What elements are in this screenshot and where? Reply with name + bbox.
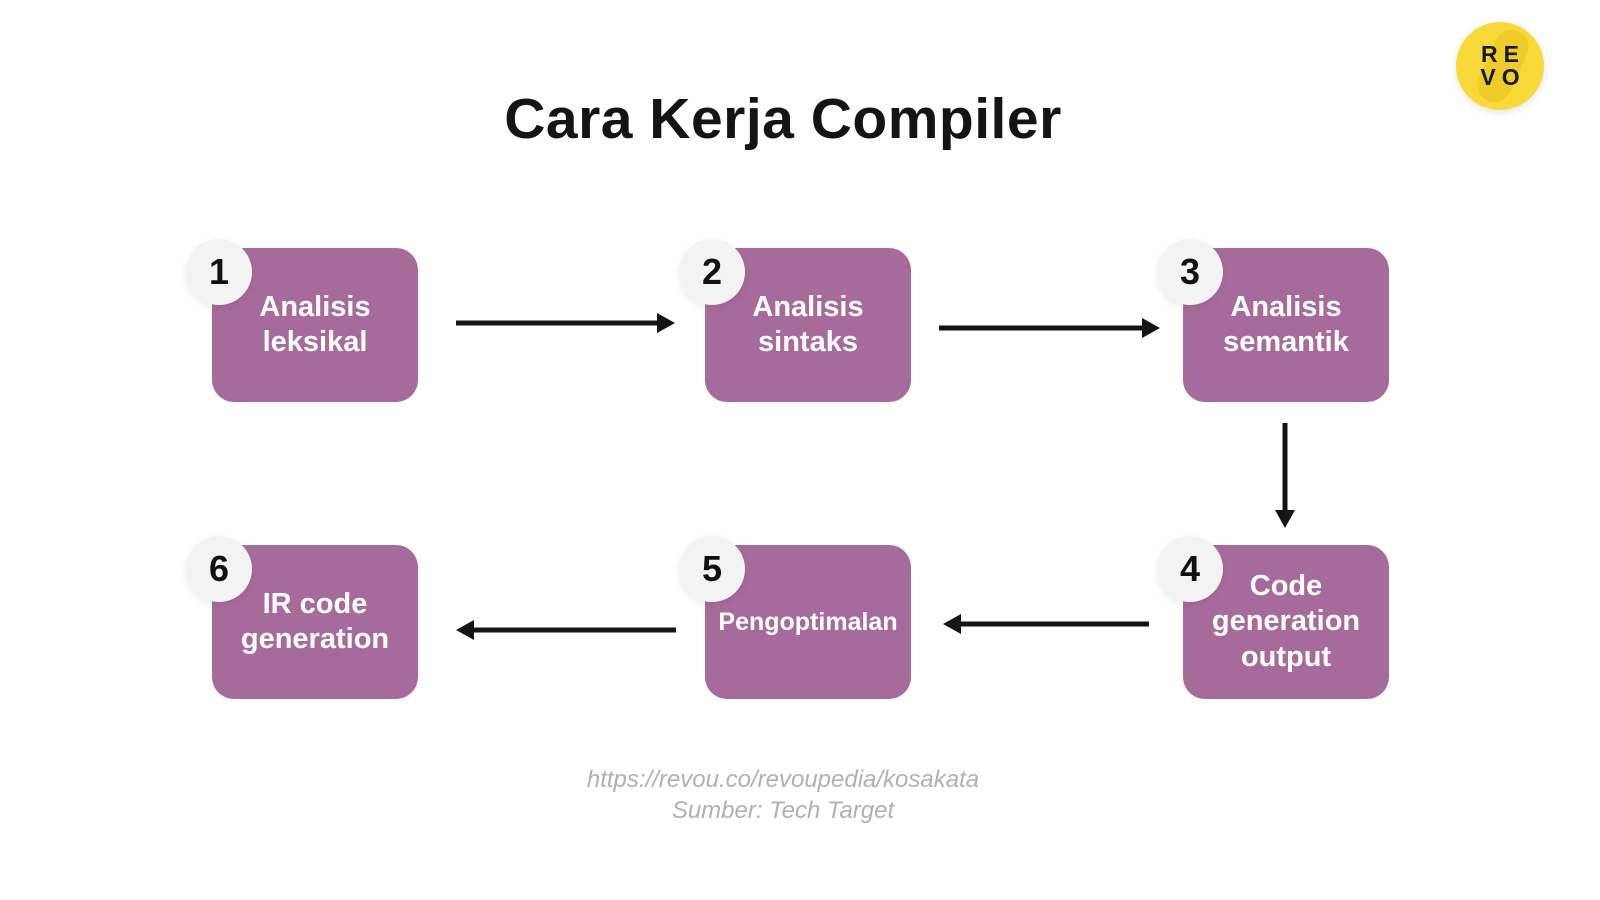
step-label: Code generation output xyxy=(1211,569,1361,673)
step-analisis-leksikal: 1 Analisis leksikal xyxy=(186,239,418,402)
step-number-badge: 6 xyxy=(186,536,252,602)
step-code-generation-output: 4 Code generation output xyxy=(1157,536,1389,699)
step-number-badge: 3 xyxy=(1157,239,1223,305)
footer: https://revou.co/revoupedia/kosakata Sum… xyxy=(0,764,1566,828)
step-ir-code-generation: 6 IR code generation xyxy=(186,536,418,699)
step-label: Pengoptimalan xyxy=(718,607,898,636)
step-label: Analisis sintaks xyxy=(752,290,864,358)
step-number-badge: 1 xyxy=(186,239,252,305)
arrow-right-icon xyxy=(456,313,675,333)
step-number-badge: 4 xyxy=(1157,536,1223,602)
footer-source: Sumber: Tech Target xyxy=(671,796,895,824)
step-label: Analisis semantik xyxy=(1223,290,1349,358)
arrow-left-icon xyxy=(456,620,676,640)
step-analisis-semantik: 3 Analisis semantik xyxy=(1157,239,1389,402)
step-label: IR code generation xyxy=(240,587,390,655)
revo-logo: RE VO xyxy=(1456,22,1544,110)
step-number-badge: 5 xyxy=(679,536,745,602)
arrow-down-icon xyxy=(1275,423,1295,528)
page-title: Cara Kerja Compiler xyxy=(504,87,1062,151)
logo-line-2: VO xyxy=(1480,64,1526,90)
step-pengoptimalan: 5 Pengoptimalan xyxy=(679,536,911,699)
footer-url: https://revou.co/revoupedia/kosakata xyxy=(586,766,980,793)
logo-line-1: RE xyxy=(1481,40,1525,67)
arrow-right-icon xyxy=(939,318,1160,338)
step-label: Analisis leksikal xyxy=(259,290,371,358)
step-analisis-sintaks: 2 Analisis sintaks xyxy=(679,239,911,402)
step-number-badge: 2 xyxy=(679,239,745,305)
logo-text: RE VO xyxy=(1474,40,1526,90)
arrow-left-icon xyxy=(943,614,1149,634)
